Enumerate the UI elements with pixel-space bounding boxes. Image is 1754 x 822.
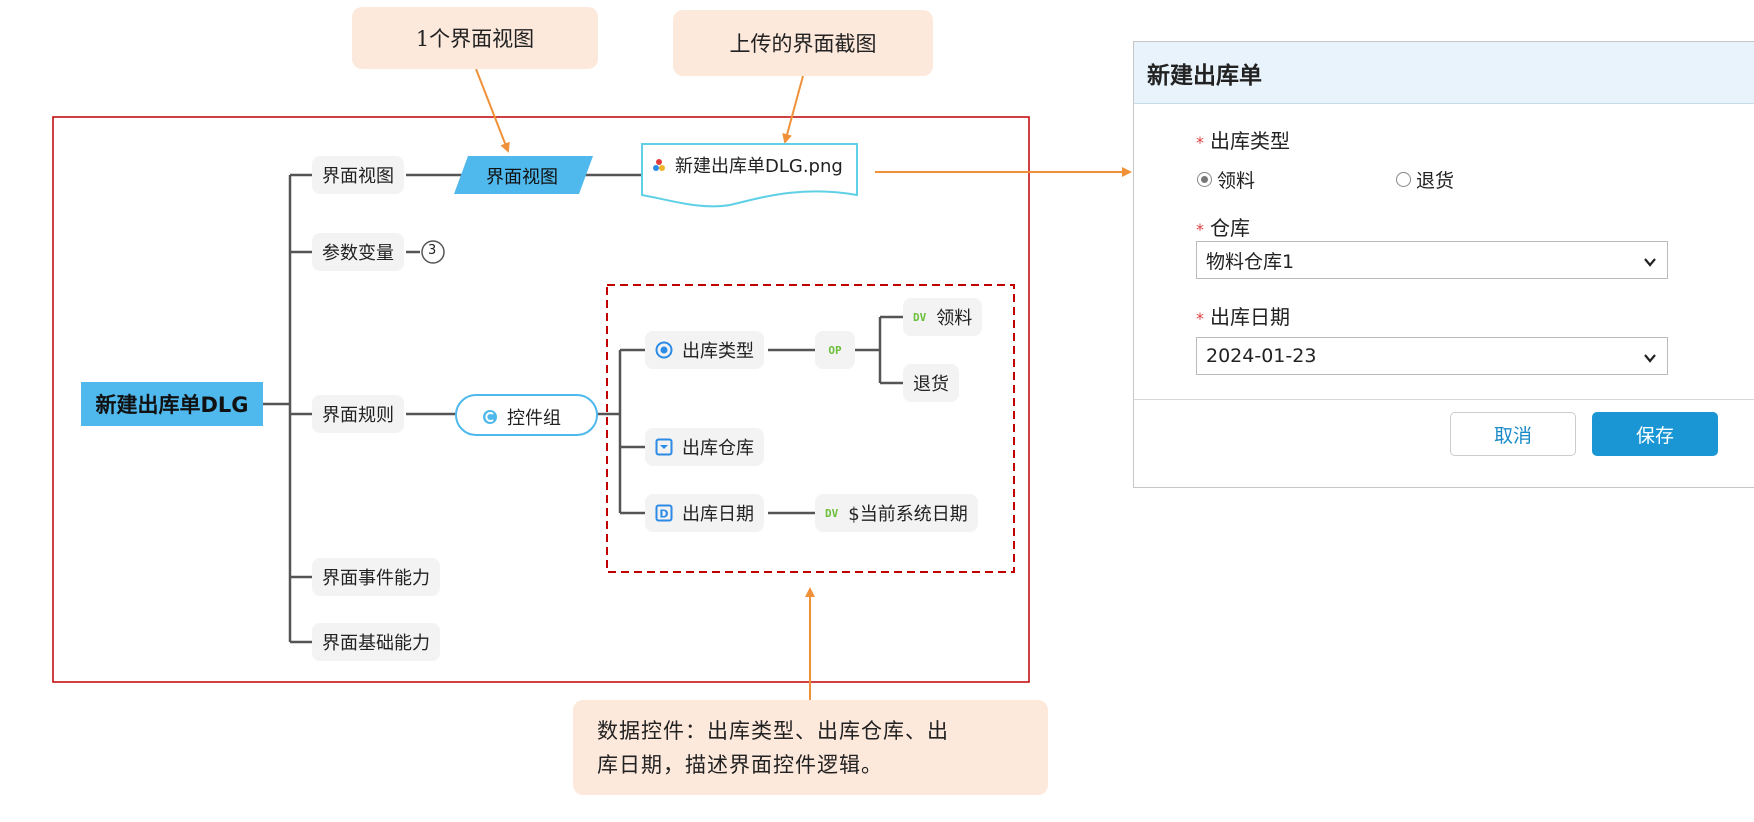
warehouse-select-value: 物料仓库1 xyxy=(1206,250,1295,273)
save-button[interactable]: 保存 xyxy=(1592,412,1718,456)
chevron-down-icon xyxy=(1643,252,1657,274)
dv-badge: DV xyxy=(913,310,927,324)
file-node-shape xyxy=(641,143,858,208)
view-node-shape xyxy=(454,156,593,194)
option-requisition-label: 领料 xyxy=(936,308,973,329)
radio-requisition[interactable]: 领料 xyxy=(1197,166,1255,193)
date-control-icon: D xyxy=(655,504,673,522)
radio-return[interactable]: 退货 xyxy=(1396,166,1454,193)
date-label-text: 出库日期 xyxy=(1210,305,1290,329)
warehouse-label-text: 仓库 xyxy=(1210,216,1250,240)
control-date: D 出库日期 xyxy=(645,494,764,532)
callout-data-controls: 数据控件：出库类型、出库仓库、出 库日期，描述界面控件逻辑。 xyxy=(573,700,1048,795)
type-label-text: 出库类型 xyxy=(1210,129,1290,153)
required-mark: * xyxy=(1196,133,1204,152)
control-group-node: 控件组 xyxy=(482,404,561,430)
control-type: 出库类型 xyxy=(645,331,764,369)
control-group-label: 控件组 xyxy=(507,408,561,429)
dialog-window: 新建出库单 * 出库类型 领料 退货 * 仓库 物料仓库1 * 出库日期 2024-0… xyxy=(1133,41,1754,488)
callout-upload: 上传的界面截图 xyxy=(673,10,933,76)
callout-view: 1个界面视图 xyxy=(352,7,598,69)
branch-events: 界面事件能力 xyxy=(312,558,440,596)
file-node: 新建出库单DLG.png xyxy=(652,152,843,178)
type-label: * 出库类型 xyxy=(1196,125,1290,154)
date-default-node: DV $当前系统日期 xyxy=(815,494,978,532)
callout-data-controls-line1: 数据控件：出库类型、出库仓库、出 xyxy=(597,718,949,743)
params-count-circle xyxy=(421,240,445,264)
radio-requisition-label: 领料 xyxy=(1217,170,1256,192)
date-select-value: 2024-01-23 xyxy=(1206,345,1317,367)
dv-badge-date: DV xyxy=(825,506,839,520)
control-warehouse-label: 出库仓库 xyxy=(682,438,754,459)
image-file-icon xyxy=(652,158,666,172)
date-default-label: $当前系统日期 xyxy=(848,504,968,525)
required-mark: * xyxy=(1196,309,1204,328)
control-date-label: 出库日期 xyxy=(682,504,754,525)
option-return: 退货 xyxy=(903,364,959,402)
control-warehouse: 出库仓库 xyxy=(645,428,764,466)
required-mark: * xyxy=(1196,220,1204,239)
branch-params: 参数变量 xyxy=(312,233,404,271)
view-node-label: 界面视图 xyxy=(486,167,558,188)
radio-control-icon xyxy=(655,341,673,359)
op-badge: OP xyxy=(828,343,842,357)
params-count: 3 xyxy=(428,243,437,258)
date-select[interactable]: 2024-01-23 xyxy=(1196,337,1668,375)
svg-text:D: D xyxy=(659,508,668,521)
control-group-pill xyxy=(455,394,598,436)
warehouse-select[interactable]: 物料仓库1 xyxy=(1196,241,1668,279)
op-badge-node: OP xyxy=(815,331,855,369)
radio-unchecked-icon xyxy=(1396,172,1411,187)
file-node-label: 新建出库单DLG.png xyxy=(675,156,843,177)
dialog-title: 新建出库单 xyxy=(1134,42,1754,104)
option-requisition: DV 领料 xyxy=(903,298,983,336)
chevron-down-icon xyxy=(1643,348,1657,370)
control-group-icon xyxy=(482,409,498,425)
mindmap-root: 新建出库单DLG xyxy=(81,382,263,426)
dropdown-control-icon xyxy=(655,438,673,456)
branch-basic: 界面基础能力 xyxy=(312,623,440,661)
branch-rules: 界面规则 xyxy=(312,395,404,433)
radio-checked-icon xyxy=(1197,172,1212,187)
dialog-footer-divider xyxy=(1134,399,1754,400)
control-type-label: 出库类型 xyxy=(682,341,754,362)
callout-data-controls-line2: 库日期，描述界面控件逻辑。 xyxy=(597,752,883,777)
date-label: * 出库日期 xyxy=(1196,301,1290,330)
warehouse-label: * 仓库 xyxy=(1196,212,1250,241)
branch-view: 界面视图 xyxy=(312,156,404,194)
cancel-button[interactable]: 取消 xyxy=(1450,412,1576,456)
controls-dashed-frame xyxy=(606,284,1015,573)
radio-return-label: 退货 xyxy=(1416,170,1455,192)
mindmap-frame xyxy=(52,116,1030,683)
